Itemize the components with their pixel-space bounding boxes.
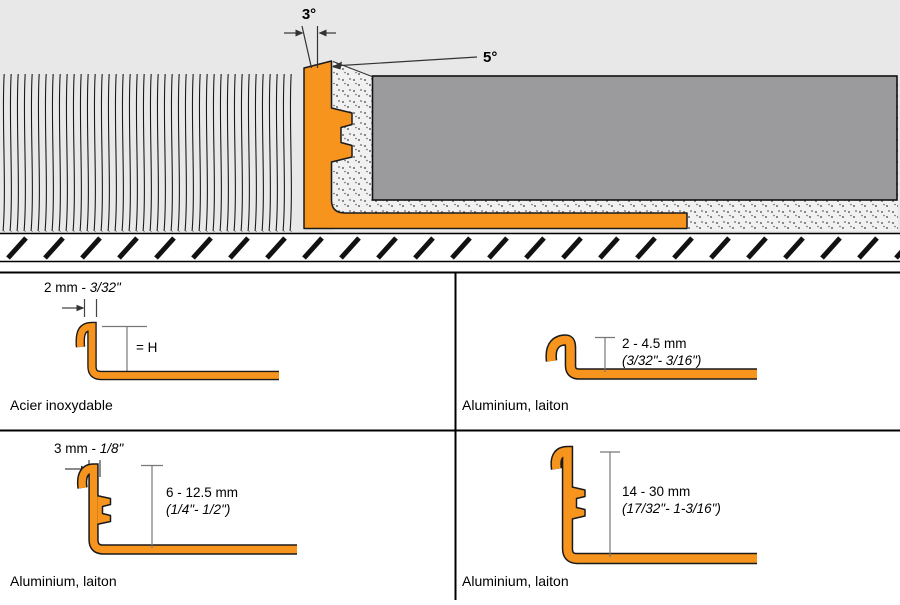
height-dim-label: 6 - 12.5 mm — [166, 485, 238, 500]
angle-3-annotation: 3° — [284, 6, 336, 69]
height-dim — [141, 464, 163, 548]
tile — [371, 75, 898, 201]
anchor-bump — [569, 485, 586, 521]
material-label: Aluminium, laiton — [10, 573, 117, 589]
height-dim-label-inch: (3/32"- 3/16") — [622, 353, 701, 368]
angle-5-annotation: 5° — [332, 49, 497, 70]
anchor-bump — [95, 494, 112, 526]
profile-stainless — [75, 321, 279, 381]
variant-stainless: 2 mm - 3/32" = H Acier inoxydable — [10, 280, 279, 413]
height-label: = H — [136, 340, 157, 355]
height-dim — [595, 336, 615, 372]
thickness-dim-label: 3 mm - 1/8" — [54, 441, 125, 456]
material-label: Acier inoxydable — [10, 397, 113, 413]
height-dim-label: 2 - 4.5 mm — [622, 336, 687, 351]
profile-alu-round — [545, 334, 757, 380]
profile-alu-small — [76, 463, 297, 555]
profile-alu-large — [550, 445, 757, 565]
variant-alu-large: 14 - 30 mm (17/32"- 1-3/16") Aluminium, … — [462, 445, 757, 589]
wall-hatch — [0, 74, 296, 232]
profile-main — [303, 60, 688, 230]
height-dim-label-inch: (1/4"- 1/2") — [166, 502, 230, 517]
material-label: Aluminium, laiton — [462, 573, 569, 589]
cross-section-diagram: 3° 5° — [0, 0, 900, 263]
height-dim-label-inch: (17/32"- 1-3/16") — [622, 501, 721, 516]
substrate-hatch — [0, 232, 900, 263]
thickness-dim — [62, 299, 98, 317]
material-label: Aluminium, laiton — [462, 397, 569, 413]
thickness-dim-label: 2 mm - 3/32" — [44, 280, 122, 295]
height-dim-label: 14 - 30 mm — [622, 484, 690, 499]
angle-3-label: 3° — [302, 6, 316, 23]
grid-borders — [0, 271, 900, 600]
height-dim — [600, 451, 620, 557]
variant-alu-small: 3 mm - 1/8" 6 - 12.5 mm (1/4"- 1/2") Alu… — [10, 441, 297, 589]
variant-alu-round: 2 - 4.5 mm (3/32"- 3/16") Aluminium, lai… — [462, 334, 757, 413]
height-dim: = H — [102, 325, 157, 374]
angle-5-label: 5° — [483, 49, 497, 66]
